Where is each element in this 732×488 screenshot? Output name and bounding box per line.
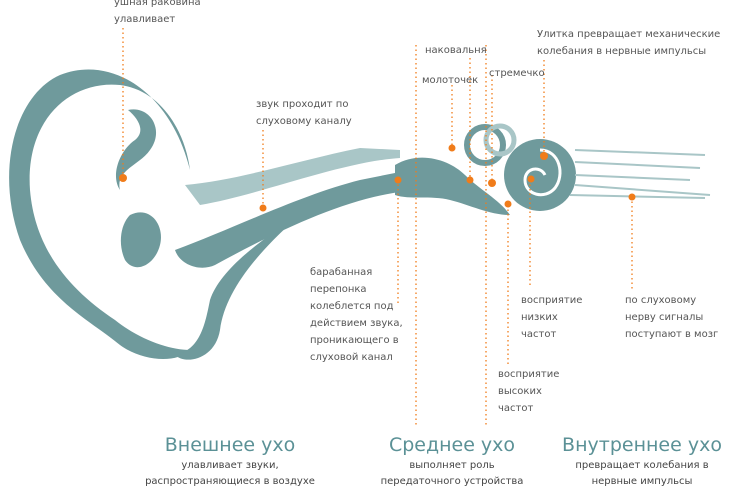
section-desc-middle: выполняет роль передаточного устройства bbox=[362, 458, 542, 488]
label-line: частот bbox=[498, 403, 534, 414]
section-title-outer: Внешнее ухо bbox=[164, 434, 296, 456]
section-desc-inner: превращает колебания в нервные импульсы bbox=[552, 458, 732, 488]
middle-ear-shape bbox=[395, 157, 510, 215]
pointer-dots bbox=[119, 144, 636, 212]
lobe-shape bbox=[175, 215, 300, 360]
cochlea-spiral bbox=[523, 148, 562, 197]
section-title-inner: Внутреннее ухо bbox=[562, 434, 722, 456]
label-line: Улитка превращает механические bbox=[537, 29, 721, 40]
label-line: действием звука, bbox=[310, 318, 403, 329]
label-line: ушная раковина bbox=[114, 0, 201, 8]
auditory-nerve bbox=[569, 149, 711, 199]
label-line: барабанная bbox=[310, 267, 373, 278]
label-line: перепонка bbox=[310, 284, 367, 295]
label-eardrum: барабанная перепонка колеблется под действи… bbox=[310, 264, 403, 366]
section-title-middle: Среднее ухо bbox=[388, 434, 516, 456]
antihelix-shape bbox=[115, 109, 157, 190]
label-stirrup: стремечко bbox=[489, 68, 545, 79]
label-line: колеблется под bbox=[310, 301, 394, 312]
label-line: восприятие bbox=[498, 369, 560, 380]
desc-line: передаточного устройства bbox=[380, 476, 524, 487]
label-hammer: молоточек bbox=[422, 75, 479, 86]
label-line: по слуховому bbox=[625, 295, 697, 306]
label-anvil: наковальня bbox=[425, 45, 487, 56]
label-line: восприятие bbox=[521, 295, 583, 306]
desc-line: превращает колебания в bbox=[575, 460, 709, 471]
label-high-frequency: восприятие высоких частот bbox=[498, 366, 559, 417]
label-line: поступают в мозг bbox=[625, 329, 719, 340]
label-low-frequency: восприятие низких частот bbox=[521, 292, 582, 343]
desc-line: нервные импульсы bbox=[591, 476, 693, 487]
label-line: улавливает bbox=[114, 14, 176, 25]
semicircular-canal bbox=[464, 124, 506, 166]
label-line: проникающего в bbox=[310, 335, 399, 346]
ear-canal-shape bbox=[175, 172, 400, 268]
label-cochlea: Улитка превращает механические колебания … bbox=[537, 26, 720, 60]
section-desc-outer: улавливает звуки, распространяющиеся в во… bbox=[140, 458, 320, 488]
label-canal: звук проходит по слуховому каналу bbox=[256, 96, 352, 130]
label-line: низких bbox=[521, 312, 558, 323]
label-line: высоких bbox=[498, 386, 542, 397]
label-pinna: ушная раковина улавливает bbox=[114, 0, 201, 28]
desc-line: распространяющиеся в воздухе bbox=[145, 476, 315, 487]
label-line: колебания в нервные импульсы bbox=[537, 46, 707, 57]
helix-shape bbox=[9, 69, 191, 360]
label-line: слуховому каналу bbox=[256, 116, 352, 127]
desc-line: улавливает звуки, bbox=[181, 460, 279, 471]
cochlea-shape bbox=[504, 139, 576, 211]
desc-line: выполняет роль bbox=[409, 460, 495, 471]
label-line: нерву сигналы bbox=[625, 312, 704, 323]
label-line: звук проходит по bbox=[256, 99, 349, 110]
ear-canal-upper bbox=[185, 148, 400, 205]
label-line: слуховой канал bbox=[310, 352, 393, 363]
label-nerve: по слуховому нерву сигналы поступают в моз… bbox=[625, 292, 718, 343]
concha-shape bbox=[120, 212, 161, 268]
pointer-lines bbox=[122, 28, 633, 425]
label-line: частот bbox=[521, 329, 557, 340]
